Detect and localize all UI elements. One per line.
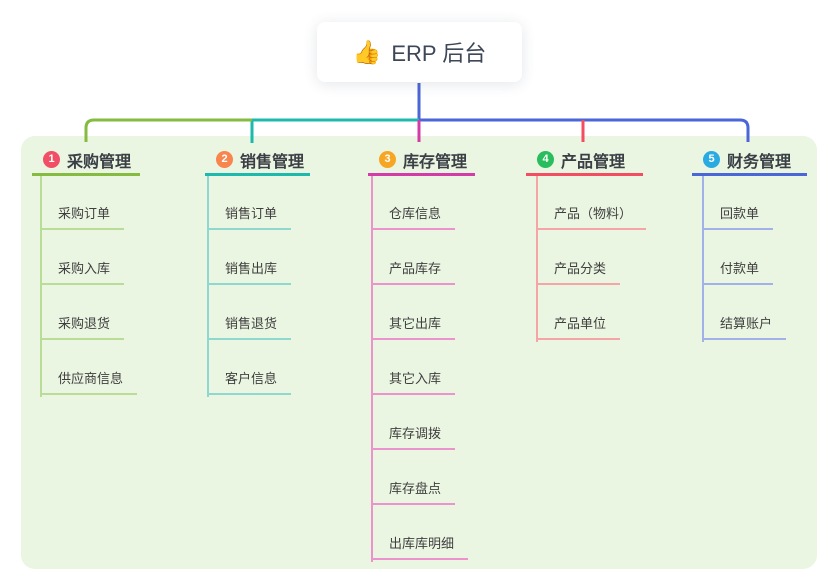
root-node[interactable]: 👍 ERP 后台 (317, 22, 522, 82)
child-node[interactable]: 付款单 (702, 241, 774, 285)
child-node[interactable]: 采购入库 (40, 241, 125, 285)
thumbs-up-icon: 👍 (352, 38, 382, 65)
branch-trunk-line (536, 176, 538, 342)
branch-node-5[interactable]: 5 财务管理 (692, 146, 807, 176)
branch-number-badge: 4 (537, 151, 554, 168)
child-node[interactable]: 结算账户 (702, 296, 787, 340)
branches-panel (21, 136, 817, 569)
branch-node-4[interactable]: 4 产品管理 (526, 146, 643, 176)
child-node[interactable]: 产品分类 (536, 241, 621, 285)
child-node[interactable]: 回款单 (702, 186, 774, 230)
branch-trunk-line (40, 176, 42, 397)
root-title: ERP 后台 (391, 41, 487, 66)
branch-label: 产品管理 (561, 153, 626, 171)
branch-node-3[interactable]: 3 库存管理 (368, 146, 475, 176)
child-node[interactable]: 其它出库 (371, 296, 456, 340)
child-node[interactable]: 产品库存 (371, 241, 456, 285)
child-node[interactable]: 销售订单 (207, 186, 292, 230)
child-node[interactable]: 销售出库 (207, 241, 292, 285)
branch-trunk-line (207, 176, 209, 397)
child-node[interactable]: 客户信息 (207, 351, 292, 395)
branch-label: 财务管理 (727, 153, 792, 171)
branch-node-1[interactable]: 1 采购管理 (32, 146, 140, 176)
child-node[interactable]: 库存调拨 (371, 406, 456, 450)
branch-number-badge: 1 (43, 151, 60, 168)
branch-number-badge: 5 (703, 151, 720, 168)
child-node[interactable]: 产品（物料） (536, 186, 647, 230)
branch-trunk-line (702, 176, 704, 342)
child-node[interactable]: 采购订单 (40, 186, 125, 230)
branch-trunk-line (371, 176, 373, 562)
child-node[interactable]: 供应商信息 (40, 351, 138, 395)
branch-number-badge: 3 (379, 151, 396, 168)
child-node[interactable]: 销售退货 (207, 296, 292, 340)
child-node[interactable]: 仓库信息 (371, 186, 456, 230)
child-node[interactable]: 出库库明细 (371, 516, 469, 560)
child-node[interactable]: 采购退货 (40, 296, 125, 340)
child-node[interactable]: 产品单位 (536, 296, 621, 340)
branch-label: 库存管理 (403, 153, 468, 171)
branch-node-2[interactable]: 2 销售管理 (205, 146, 310, 176)
branch-number-badge: 2 (216, 151, 233, 168)
branch-label: 销售管理 (240, 153, 305, 171)
child-node[interactable]: 库存盘点 (371, 461, 456, 505)
branch-label: 采购管理 (67, 153, 132, 171)
child-node[interactable]: 其它入库 (371, 351, 456, 395)
